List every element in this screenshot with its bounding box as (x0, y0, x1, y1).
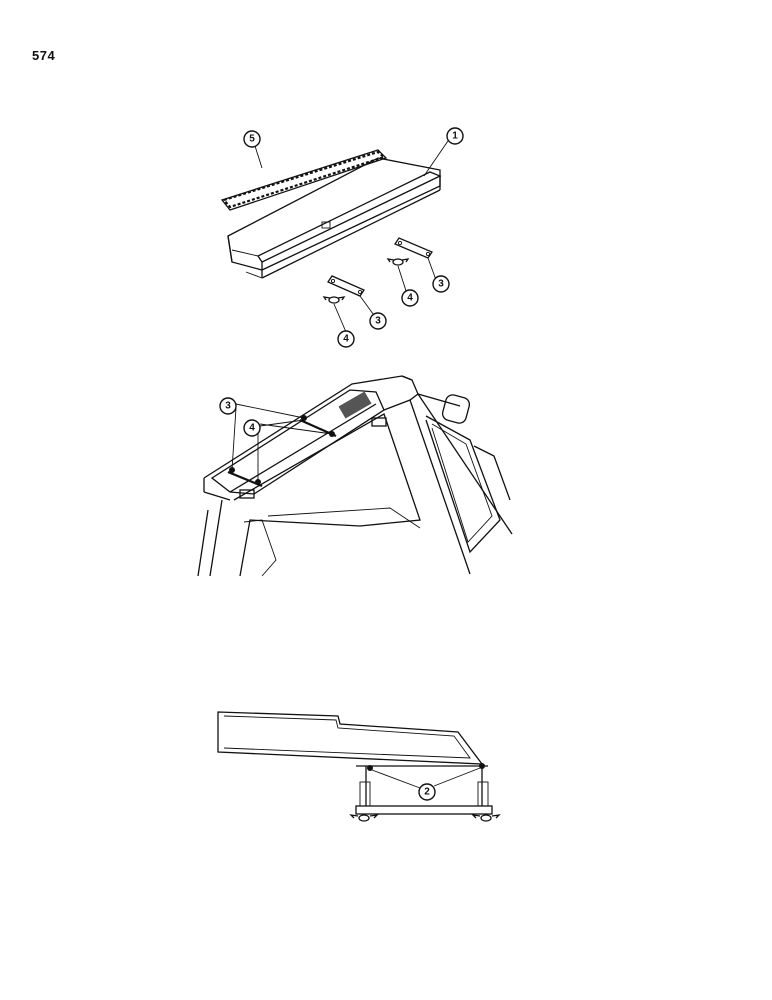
callout-4: 4 (337, 330, 355, 348)
svg-text:4: 4 (249, 423, 255, 434)
clamp-plate (327, 275, 365, 297)
wing-nut (322, 296, 346, 304)
callout-3: 3 (369, 312, 387, 330)
callout-3: 3 (219, 397, 237, 415)
cab-installation-view (197, 375, 513, 577)
wing-nut (349, 814, 379, 822)
gasket (220, 149, 388, 211)
wing-nut (471, 814, 501, 822)
exploded-view (220, 137, 451, 333)
callout-4: 4 (243, 419, 261, 437)
page-number: 574 (32, 48, 56, 63)
svg-text:3: 3 (438, 279, 444, 290)
svg-text:5: 5 (249, 134, 255, 145)
svg-text:1: 1 (452, 131, 458, 142)
filter-housing (227, 157, 442, 279)
callout-4: 4 (401, 289, 419, 307)
hinged-open-view (217, 711, 501, 822)
callout-3: 3 (432, 275, 450, 293)
clamp-plate (394, 237, 433, 259)
svg-text:4: 4 (343, 334, 349, 345)
callout-5: 5 (243, 130, 261, 148)
svg-text:3: 3 (375, 316, 381, 327)
callout-1: 1 (446, 127, 464, 145)
svg-text:4: 4 (407, 293, 413, 304)
callout-2: 2 (418, 783, 436, 801)
wing-nut (386, 258, 410, 266)
svg-text:3: 3 (225, 401, 231, 412)
svg-text:2: 2 (424, 787, 430, 798)
